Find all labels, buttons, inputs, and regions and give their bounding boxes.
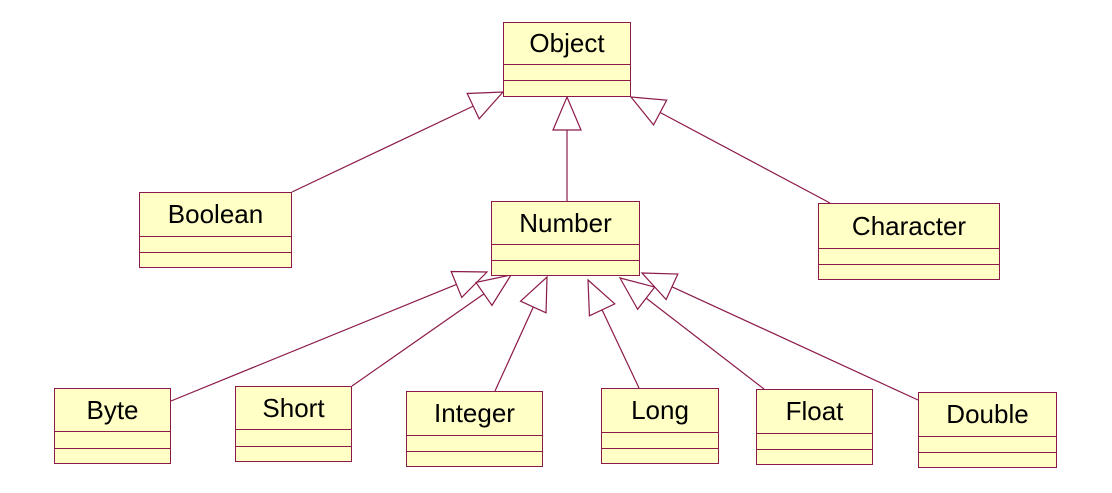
generalization-line: [170, 283, 457, 402]
class-name: Integer: [407, 392, 542, 436]
hollow-triangle-arrowhead: [629, 96, 668, 126]
class-name: Double: [919, 393, 1056, 437]
class-name: Short: [236, 387, 351, 430]
operations-compartment: [407, 452, 542, 466]
class-short[interactable]: Short: [235, 386, 352, 462]
class-name: Float: [757, 390, 872, 434]
hollow-triangle-arrowhead: [640, 272, 679, 301]
hollow-triangle-arrowhead: [474, 274, 513, 307]
class-double[interactable]: Double: [918, 392, 1057, 468]
generalization-line: [351, 293, 485, 387]
generalization-line: [291, 105, 474, 193]
generalization-integer-to-number: [494, 275, 548, 392]
generalization-number-to-object: [552, 95, 582, 201]
class-byte[interactable]: Byte: [54, 388, 171, 464]
class-float[interactable]: Float: [756, 389, 873, 465]
class-object[interactable]: Object: [503, 22, 631, 97]
class-character[interactable]: Character: [818, 203, 1000, 280]
generalization-line: [494, 306, 534, 392]
operations-compartment: [492, 261, 639, 275]
operations-compartment: [236, 447, 351, 461]
attributes-compartment: [140, 237, 291, 253]
generalization-boolean-to-object: [291, 91, 505, 193]
generalization-double-to-number: [640, 272, 919, 401]
operations-compartment: [757, 450, 872, 464]
attributes-compartment: [236, 430, 351, 447]
hollow-triangle-arrowhead: [552, 95, 582, 131]
attributes-compartment: [407, 436, 542, 452]
hollow-triangle-arrowhead: [587, 278, 616, 317]
class-integer[interactable]: Integer: [406, 391, 543, 467]
class-name: Character: [819, 204, 999, 249]
operations-compartment: [819, 265, 999, 279]
class-long[interactable]: Long: [601, 388, 719, 464]
attributes-compartment: [55, 432, 170, 449]
operations-compartment: [602, 449, 718, 463]
hollow-triangle-arrowhead: [466, 91, 505, 120]
generalization-line: [659, 111, 831, 204]
hollow-triangle-arrowhead: [618, 277, 656, 311]
attributes-compartment: [757, 434, 872, 450]
attributes-compartment: [492, 245, 639, 261]
hollow-triangle-arrowhead: [519, 275, 548, 314]
operations-compartment: [55, 449, 170, 463]
generalization-line: [601, 309, 640, 389]
attributes-compartment: [504, 65, 630, 81]
class-name: Number: [492, 202, 639, 245]
attributes-compartment: [602, 433, 718, 449]
class-name: Long: [602, 389, 718, 433]
class-name: Boolean: [140, 193, 291, 237]
class-boolean[interactable]: Boolean: [139, 192, 292, 268]
generalization-character-to-object: [629, 96, 831, 204]
attributes-compartment: [819, 249, 999, 265]
generalization-line: [645, 297, 765, 390]
hollow-triangle-arrowhead: [450, 270, 489, 299]
generalization-byte-to-number: [170, 270, 489, 402]
generalization-short-to-number: [351, 274, 513, 387]
operations-compartment: [919, 453, 1056, 467]
operations-compartment: [504, 81, 630, 96]
generalization-float-to-number: [618, 277, 765, 390]
operations-compartment: [140, 253, 291, 267]
generalization-line: [671, 286, 919, 401]
class-name: Object: [504, 23, 630, 65]
attributes-compartment: [919, 437, 1056, 453]
generalization-long-to-number: [587, 278, 640, 389]
class-number[interactable]: Number: [491, 201, 640, 276]
class-name: Byte: [55, 389, 170, 432]
